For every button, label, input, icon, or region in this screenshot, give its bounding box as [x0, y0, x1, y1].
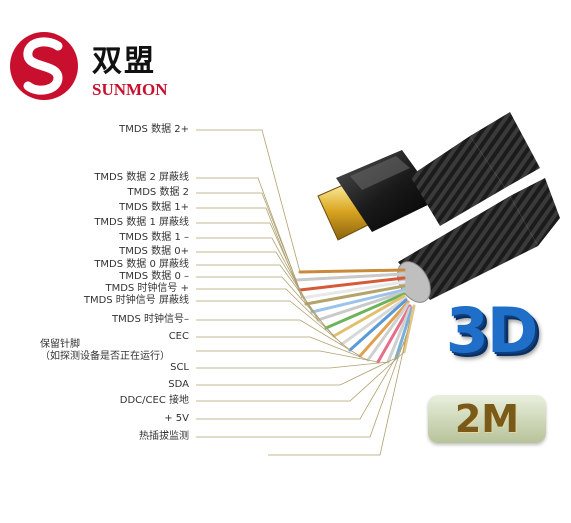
pin-label: TMDS 时钟信号 + [105, 283, 189, 294]
pin-label: + 5V [164, 413, 189, 424]
hdmi-connector [317, 112, 540, 241]
brand-name-en: SUNMON [92, 80, 168, 99]
pin-label: TMDS 数据 0 – [119, 271, 189, 282]
pin-label: TMDS 时钟信号 屏蔽线 [83, 295, 189, 306]
pin-label: TMDS 数据 0 屏蔽线 [94, 259, 189, 270]
pin-label: TMDS 数据 2+ [119, 124, 189, 135]
pin-label: TMDS 数据 1 屏蔽线 [94, 217, 189, 228]
3d-badge-text: 3D [445, 294, 539, 367]
pin-label: TMDS 数据 2 屏蔽线 [94, 172, 189, 183]
3d-badge: 3D [432, 294, 550, 378]
2m-badge: 2M [428, 395, 546, 443]
2m-badge-text: 2M [454, 397, 520, 441]
pin-label: TMDS 数据 0+ [119, 246, 189, 257]
stripped-cable [397, 178, 560, 303]
pin-label: TMDS 数据 1 – [119, 232, 189, 243]
pin-label: DDC/CEC 接地 [119, 395, 189, 406]
pin-label: TMDS 数据 1+ [119, 202, 189, 213]
pin-label: TMDS 数据 2 [127, 187, 189, 198]
brand-logo [6, 30, 196, 110]
leader-lines [196, 129, 411, 456]
pin-label: SDA [168, 379, 189, 390]
pin-label: SCL [170, 362, 189, 373]
brand-name-cn: 双盟 [92, 44, 156, 79]
fan-out-wires [294, 268, 416, 364]
pin-label: CEC [168, 331, 189, 342]
sunmon-s-logo-icon [10, 32, 78, 100]
pin-label: 热插拔监测 [139, 431, 189, 442]
pin-label: TMDS 时钟信号– [112, 314, 189, 325]
pin-label-reserved: 保留针脚 （如探测设备是否正在运行） [40, 339, 170, 362]
